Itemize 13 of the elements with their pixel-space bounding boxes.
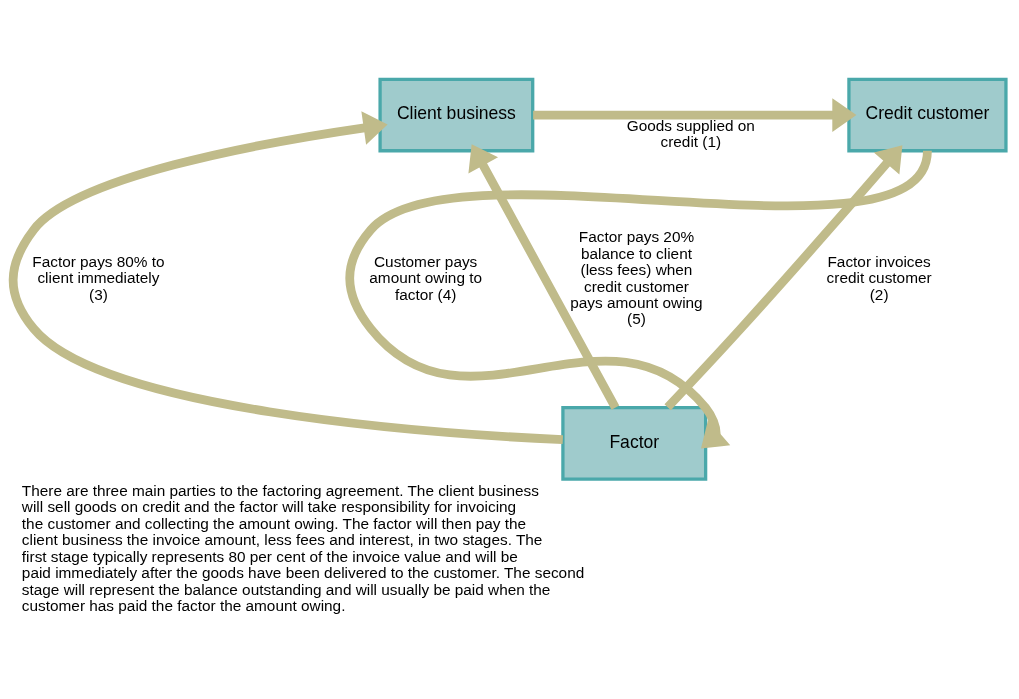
arrow <box>664 145 903 411</box>
caption: There are three main parties to the factoring agreement. The client business will sell goods on credit and the factor will take responsibility for invoicing the customer and collecting the amount owing. The factor will then pay the client business the invoice amount, less fees and interest, in two stages. The first stage typically represents 80 per cent of the invoice value and will be paid immediately after the goods have been delivered to the customer. The second stage will represent the balance outstanding and will usually be paid when the customer has paid the factor the amount owing. <box>21 481 585 615</box>
arrow <box>533 98 857 132</box>
edge-label: Customer pays amount owing to factor (4) <box>369 252 483 303</box>
edge-label: Factor pays 20% balance to client (less fees) when credit customer pays amount owing (5) <box>570 228 703 328</box>
arrow <box>468 144 620 410</box>
node-box: Client business <box>378 77 535 153</box>
arrow <box>9 111 564 445</box>
node-box: Credit customer <box>847 77 1008 153</box>
edge-label: Factor invoices credit customer (2) <box>826 252 932 303</box>
node-box: Factor <box>561 406 708 481</box>
edge-label: Goods supplied on credit (1) <box>626 116 755 151</box>
edge-label: Factor pays 80% to client immediately (3) <box>32 252 165 303</box>
